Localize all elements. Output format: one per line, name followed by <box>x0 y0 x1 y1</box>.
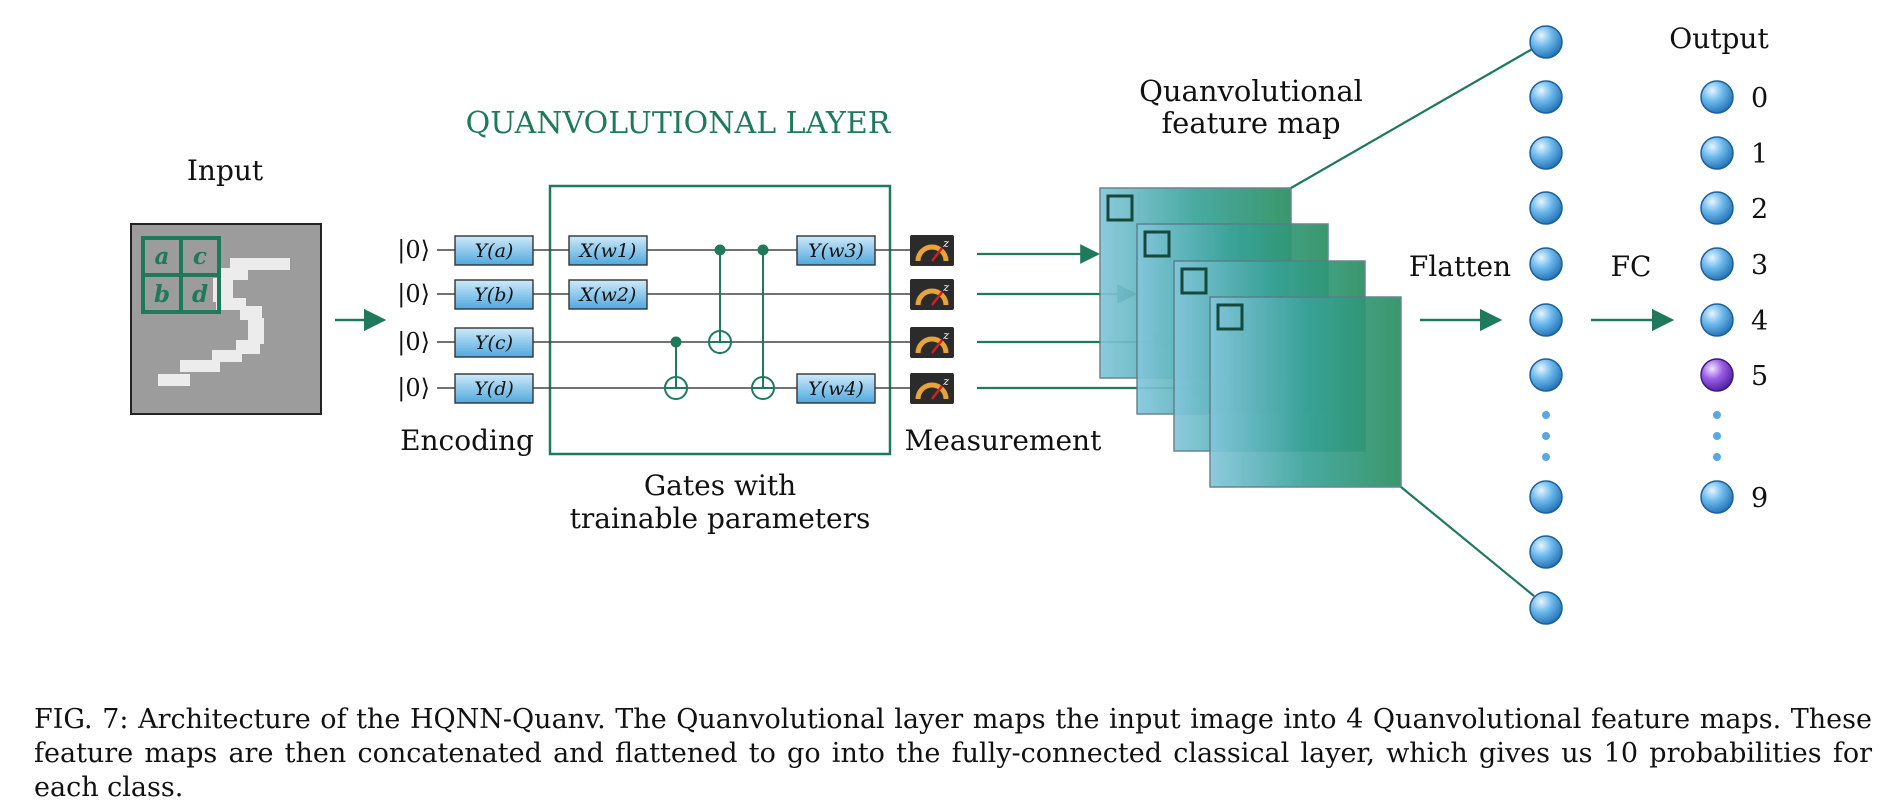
output-class-3: 3 <box>1751 250 1768 281</box>
output-class-9: 9 <box>1751 483 1768 514</box>
gates-label-line2: trainable parameters <box>570 502 871 535</box>
gates-label-line1: Gates with <box>644 469 796 502</box>
svg-text:Y(w3): Y(w3) <box>808 240 864 262</box>
svg-text:X(w2): X(w2) <box>578 284 637 306</box>
qubit-ket-2: |0⟩ <box>397 280 430 309</box>
output-class-2: 2 <box>1751 194 1768 225</box>
encoding-gate-1: Y(a) <box>454 235 534 266</box>
layer-title: QUANVOLUTIONAL LAYER <box>466 106 892 141</box>
trainable-gate-x1: X(w1) <box>568 235 648 266</box>
measurement-meters: z z z z <box>910 235 954 404</box>
svg-text:Y(d): Y(d) <box>474 378 514 400</box>
svg-text:z: z <box>942 281 949 294</box>
trainable-gate-y4: Y(w4) <box>796 373 876 404</box>
svg-text:Y(b): Y(b) <box>474 284 514 306</box>
cnot-gates <box>664 244 775 400</box>
encoding-gate-3: Y(c) <box>454 327 534 358</box>
measurement-label: Measurement <box>905 424 1102 457</box>
svg-text:Y(w4): Y(w4) <box>808 378 864 400</box>
trainable-gate-x2: X(w2) <box>568 279 648 310</box>
figure-caption: FIG. 7: Architecture of the HQNN-Quanv. … <box>34 704 1872 803</box>
qubit-ket-4: |0⟩ <box>397 374 430 403</box>
trainable-gate-y3: Y(w3) <box>796 235 876 266</box>
output-neurons <box>1700 80 1734 514</box>
qubit-ket-3: |0⟩ <box>397 328 430 357</box>
output-ellipsis <box>1713 411 1721 461</box>
output-class-4: 4 <box>1751 306 1768 337</box>
input-grid-cell-a: a <box>155 243 170 270</box>
input-grid-cell-d: d <box>192 281 208 308</box>
svg-text:Y(c): Y(c) <box>475 332 513 354</box>
input-grid-cell-c: c <box>193 243 207 270</box>
feature-maps <box>1099 187 1402 488</box>
output-neuron-highlighted <box>1700 358 1734 392</box>
svg-text:z: z <box>942 329 949 342</box>
output-class-1: 1 <box>1751 139 1768 170</box>
encoding-gate-4: Y(d) <box>454 373 534 404</box>
output-label: Output <box>1669 22 1769 55</box>
input-image <box>130 223 322 415</box>
flattened-neurons <box>1529 25 1563 625</box>
fc-label: FC <box>1611 250 1652 283</box>
svg-text:z: z <box>942 237 949 250</box>
svg-text:Y(a): Y(a) <box>475 240 514 262</box>
svg-text:X(w1): X(w1) <box>578 240 637 262</box>
feature-map-4 <box>1209 296 1402 488</box>
flatten-label: Flatten <box>1409 250 1511 283</box>
output-class-5: 5 <box>1751 361 1768 392</box>
qubit-ket-1: |0⟩ <box>397 236 430 265</box>
svg-text:z: z <box>942 375 949 388</box>
encoding-label: Encoding <box>400 424 534 457</box>
qubit-wires <box>437 249 912 389</box>
projection-lines <box>1290 47 1535 597</box>
trainable-gates-box <box>548 184 892 456</box>
feature-map-label-line1: Quanvolutional <box>1139 74 1363 108</box>
flattened-ellipsis <box>1542 411 1550 461</box>
input-grid-cell-b: b <box>154 281 170 308</box>
output-class-0: 0 <box>1751 83 1768 114</box>
input-label: Input <box>187 154 264 187</box>
encoding-gate-2: Y(b) <box>454 279 534 310</box>
feature-map-label-line2: feature map <box>1161 106 1340 140</box>
